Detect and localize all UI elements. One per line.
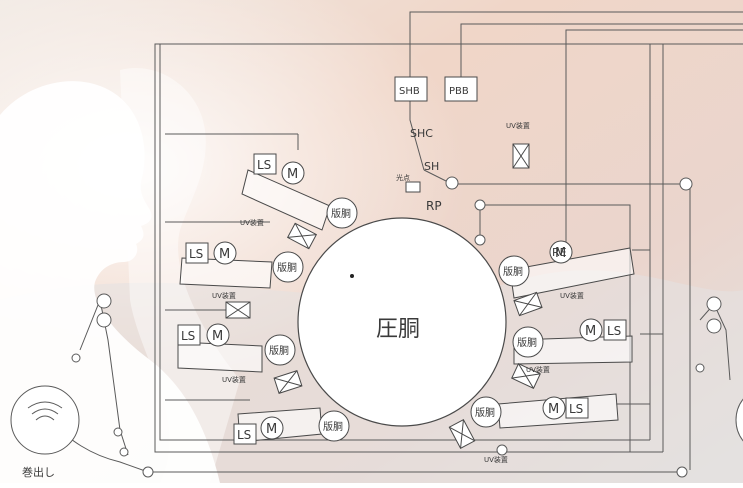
motor-circle-icon	[281, 161, 305, 185]
shc-label: SHC	[410, 127, 433, 140]
motor-circle-icon	[579, 318, 603, 342]
line-sensor-box	[565, 397, 589, 419]
motor-circle-icon	[260, 416, 284, 440]
line-sensor-box	[233, 423, 257, 445]
roller	[119, 447, 129, 457]
uv-device-label: UV装置	[212, 291, 236, 300]
roller	[71, 353, 81, 363]
shb-box	[394, 76, 428, 102]
motor-label: M	[212, 329, 223, 344]
motor-label: M	[287, 167, 298, 182]
line-sensor-label: LS	[181, 329, 195, 343]
uv-lamp-cross	[449, 419, 475, 449]
plate-cylinder	[264, 334, 296, 366]
uv-device-label: UV装置	[526, 365, 550, 374]
plate-cylinder-label: 版胴	[517, 336, 537, 349]
roller	[96, 293, 112, 309]
unwind-reel: 巻出し	[10, 385, 80, 479]
roller	[113, 427, 123, 437]
uv-device-label: UV装置	[506, 121, 530, 130]
uv-lamp-cross	[225, 301, 251, 319]
ink-tray	[509, 247, 635, 299]
small-mark-label: 光点	[396, 173, 410, 182]
plate-cylinder	[512, 326, 544, 358]
plate-cylinder-label: 版胴	[331, 207, 351, 220]
line-sensor-label: LS	[607, 324, 621, 338]
line-sensor-label: LS	[569, 402, 583, 416]
motor-circle-icon	[549, 240, 573, 264]
motor-label: M	[219, 247, 230, 262]
plate-cylinder	[272, 251, 304, 283]
motor-label: M	[585, 324, 596, 339]
roller	[96, 312, 112, 328]
roller	[695, 363, 705, 373]
motor-circle-icon	[206, 323, 230, 347]
motor-label: M	[548, 402, 559, 417]
line-sensor-box	[185, 242, 209, 264]
sh-sensor	[405, 181, 421, 193]
motor-label: M	[266, 422, 277, 437]
roller	[445, 176, 459, 190]
uv-lamp-cross	[511, 363, 541, 389]
roller	[474, 234, 486, 246]
sh-label: SH	[424, 160, 439, 173]
line-sensor-box	[603, 319, 627, 341]
unwind-label: 巻出し	[22, 465, 55, 479]
impression-cylinder: 圧胴	[297, 217, 507, 427]
plate-cylinder	[326, 197, 358, 229]
line-sensor-box	[253, 153, 277, 175]
roller	[496, 444, 508, 456]
roller	[142, 466, 154, 478]
plate-cylinder-label: 版胴	[269, 344, 289, 357]
motor-circle-icon	[542, 396, 566, 420]
roller	[706, 296, 722, 312]
plate-cylinder-label: 版胴	[323, 420, 343, 433]
re-label: RE	[552, 246, 567, 259]
ink-tray	[179, 257, 273, 289]
ink-tray	[177, 341, 263, 373]
line-sensor-label: LS	[189, 247, 203, 261]
impression-cylinder-label: 圧胴	[376, 317, 420, 342]
idler-rollers	[71, 176, 722, 478]
woman-silhouette-icon	[0, 68, 240, 484]
plate-cylinder-label: 版胴	[475, 406, 495, 419]
uv-lamp-cross	[273, 370, 303, 394]
plate-cylinder	[318, 410, 350, 442]
line-sensor-label: LS	[257, 158, 271, 172]
plate-cylinder	[498, 255, 530, 287]
shb-label: SHB	[399, 86, 420, 97]
line-sensor-label: LS	[237, 428, 251, 442]
roller	[474, 199, 486, 211]
plate-cylinder-label: 版胴	[277, 261, 297, 274]
uv-device-label: UV装置	[222, 375, 246, 384]
motor-label: M	[555, 246, 566, 261]
uv-device-label: UV装置	[240, 218, 264, 227]
uv-lamp-cross	[512, 143, 530, 169]
motor-circle-icon	[213, 241, 237, 265]
roller	[679, 177, 693, 191]
pbb-label: PBB	[449, 86, 469, 97]
rewind-reel	[735, 398, 743, 442]
roller	[706, 318, 722, 334]
ink-tray	[241, 169, 331, 231]
plate-cylinder-label: 版胴	[503, 265, 523, 278]
plate-cylinder	[470, 396, 502, 428]
uv-device-label: UV装置	[560, 291, 584, 300]
rp-label: RP	[426, 199, 442, 213]
line-sensor-box	[177, 324, 201, 346]
uv-lamp-cross	[287, 223, 317, 249]
control-boxes: SHB PBB SHC SH RP 光点	[394, 76, 478, 213]
roller	[676, 466, 688, 478]
uv-device-label: UV装置	[484, 455, 508, 464]
pbb-box	[444, 76, 478, 102]
uv-lamp-cross	[513, 292, 543, 316]
